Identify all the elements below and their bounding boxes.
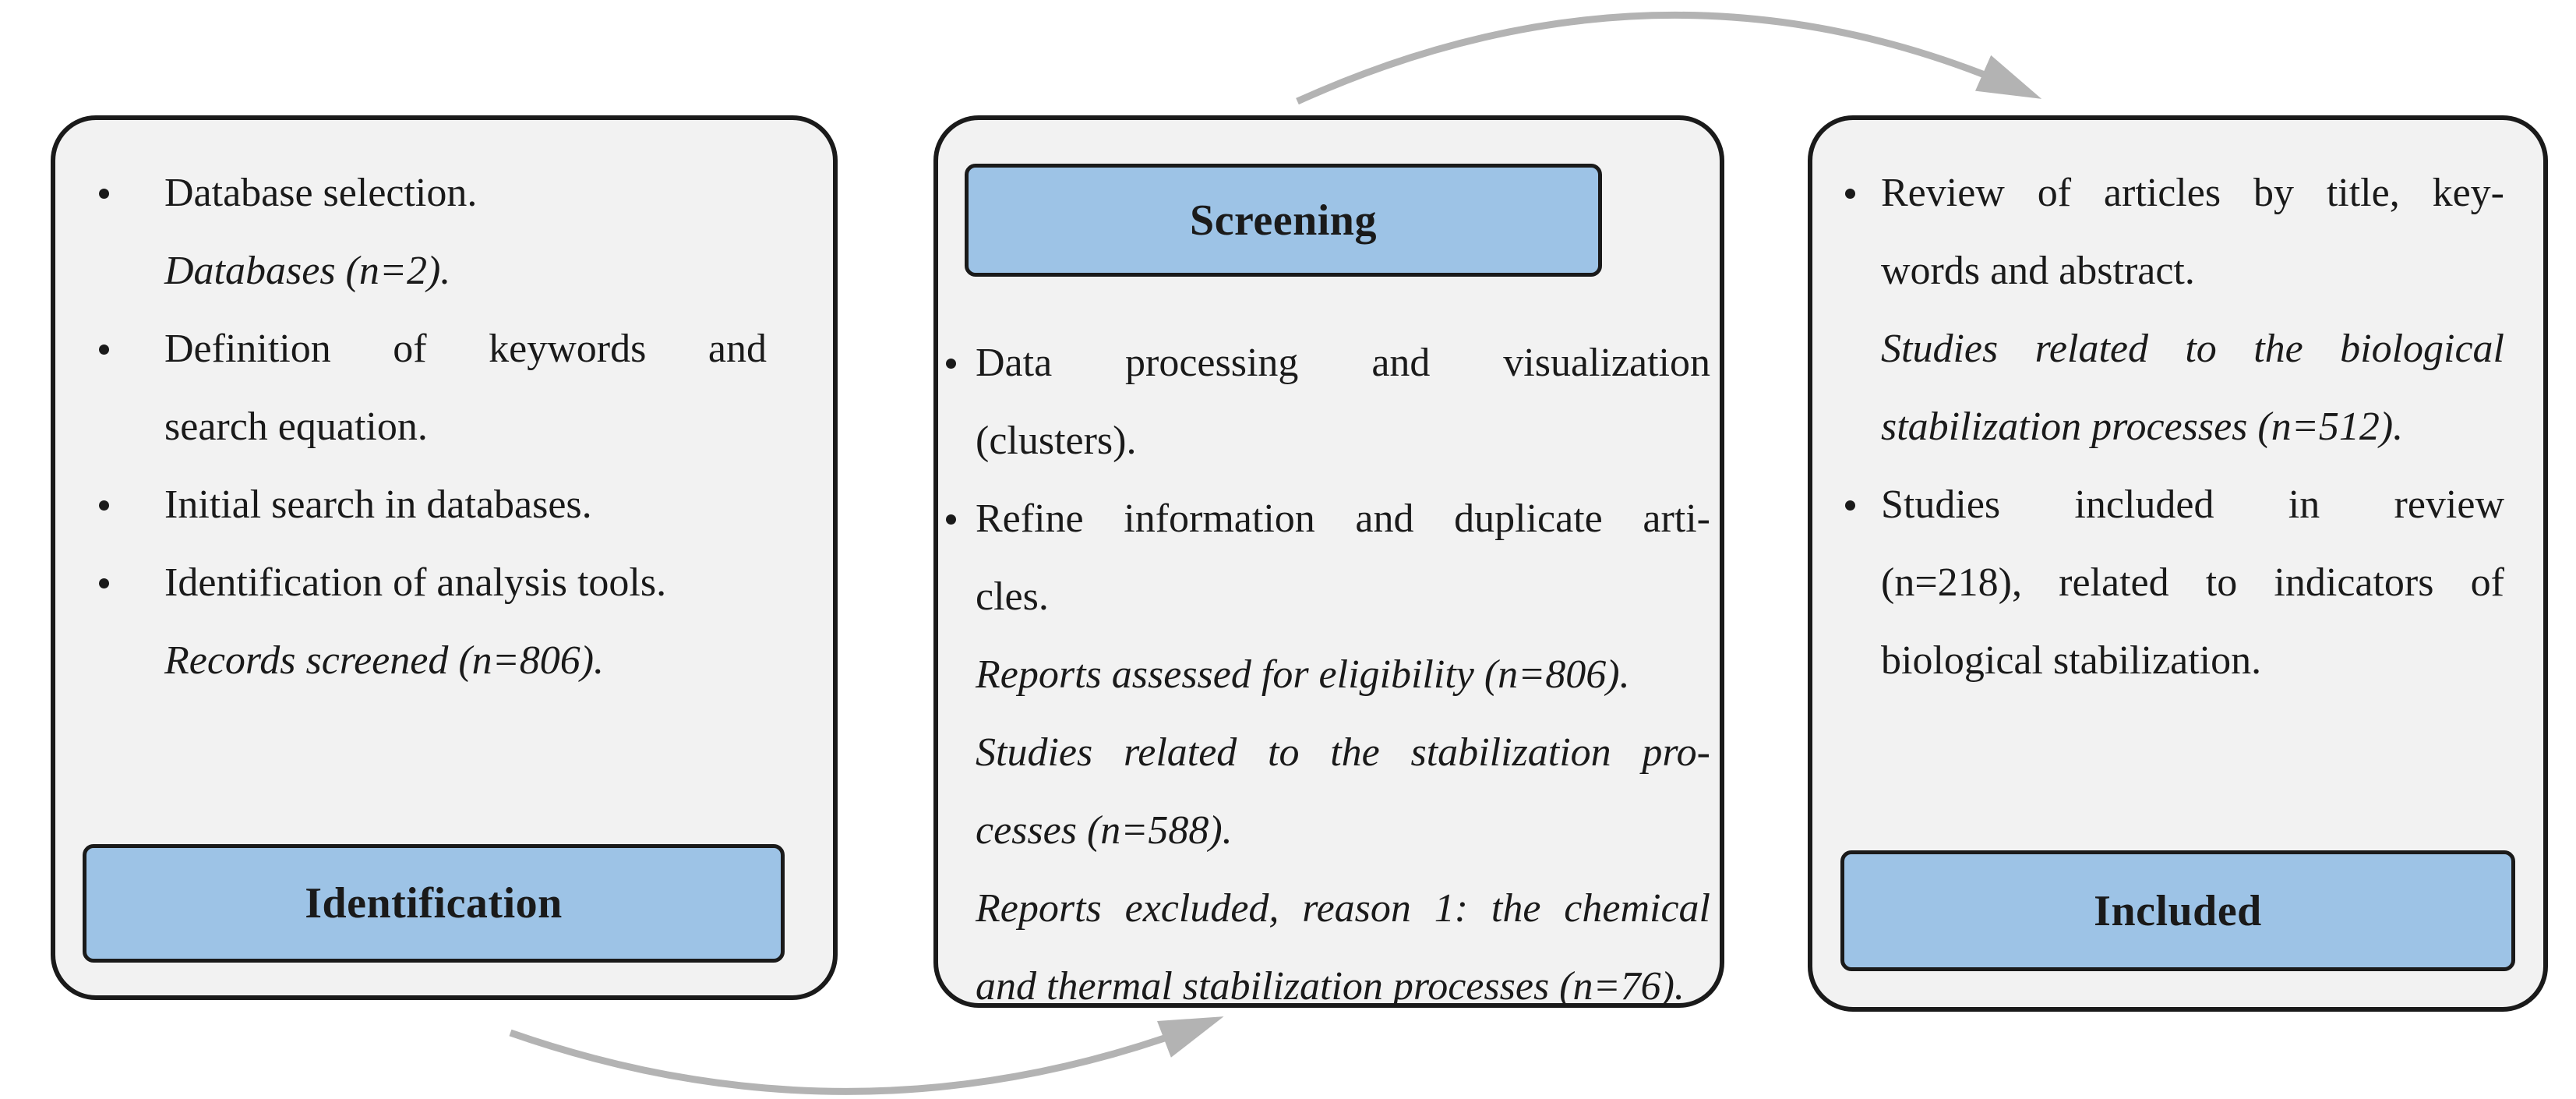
note-item: Records screened (n=806). bbox=[94, 622, 767, 700]
identification-label: Identification bbox=[83, 844, 785, 963]
text-line: Refine information and duplicate arti- bbox=[976, 496, 1710, 541]
text-line: Identification of analysis tools. bbox=[164, 560, 667, 605]
identification-content: Database selection. Databases (n=2). Defin… bbox=[55, 120, 833, 700]
note-item: Reports assessed for eligibility (n=806)… bbox=[944, 636, 1710, 714]
text-line: cesses (n=588). bbox=[976, 808, 1233, 853]
bullet-icon bbox=[1845, 500, 1855, 511]
bullet-item: Definition of keywords and search equatio… bbox=[94, 310, 767, 466]
text-line: Review of articles by title, key- bbox=[1881, 171, 2504, 215]
text-line: cles. bbox=[976, 574, 1049, 619]
bullet-icon bbox=[946, 359, 956, 369]
bullet-item: Initial search in databases. bbox=[94, 466, 767, 544]
screening-to-included-arrow bbox=[1296, 12, 2042, 105]
bullet-item: Studies included in review (n=218), relat… bbox=[1844, 466, 2504, 700]
note-item: Studies related to the biological stabili… bbox=[1844, 310, 2504, 466]
text-line: Initial search in databases. bbox=[164, 482, 592, 527]
text-line: stabilization processes (n=512). bbox=[1881, 405, 2404, 449]
included-label: Included bbox=[1840, 850, 2515, 971]
text-line: Reports excluded, reason 1: the chemical bbox=[976, 886, 1710, 931]
note-item: Reports excluded, reason 1: the chemical… bbox=[944, 870, 1710, 1026]
bullet-item: Review of articles by title, key-words a… bbox=[1844, 154, 2504, 310]
bullet-icon bbox=[1845, 189, 1855, 199]
screening-content: Data processing and visualization (cluste… bbox=[938, 120, 1720, 1026]
bullet-item: Identification of analysis tools. bbox=[94, 544, 767, 622]
text-line: words and abstract. bbox=[1881, 249, 2195, 293]
screening-label: Screening bbox=[965, 164, 1602, 277]
included-box: Review of articles by title, key-words a… bbox=[1808, 115, 2548, 1012]
text-line: Definition of keywords and bbox=[164, 327, 767, 371]
text-line: (clusters). bbox=[976, 419, 1137, 463]
text-line: Records screened (n=806). bbox=[164, 638, 605, 683]
text-line: biological stabilization. bbox=[1881, 638, 2262, 683]
note-item: Databases (n=2). bbox=[94, 232, 767, 310]
text-line: Studies related to the stabilization pro… bbox=[976, 730, 1710, 775]
note-item: Studies related to the stabilization pro… bbox=[944, 714, 1710, 870]
text-line: (n=218), related to indicators of bbox=[1881, 560, 2504, 605]
bullet-icon bbox=[99, 578, 109, 588]
bullet-item: Database selection. bbox=[94, 154, 767, 232]
text-line: Reports assessed for eligibility (n=806)… bbox=[976, 652, 1630, 697]
bullet-icon bbox=[946, 514, 956, 525]
bullet-icon bbox=[99, 189, 109, 199]
text-line: search equation. bbox=[164, 405, 428, 449]
identification-to-screening-arrow bbox=[509, 1016, 1224, 1095]
text-line: Studies included in review bbox=[1881, 482, 2504, 527]
text-line: Data processing and visualization bbox=[976, 341, 1710, 385]
included-content: Review of articles by title, key-words a… bbox=[1812, 120, 2543, 700]
text-line: Studies related to the biological bbox=[1881, 327, 2504, 371]
bullet-item: Refine information and duplicate arti-cl… bbox=[944, 480, 1710, 636]
text-line: Database selection. bbox=[164, 171, 478, 215]
bullet-icon bbox=[99, 345, 109, 355]
text-line: Databases (n=2). bbox=[164, 249, 451, 293]
bullet-item: Data processing and visualization (cluste… bbox=[944, 324, 1710, 480]
text-line: and thermal stabilization processes (n=7… bbox=[976, 964, 1685, 1009]
screening-box: Screening Data processing and visualizat… bbox=[933, 115, 1724, 1009]
bullet-icon bbox=[99, 500, 109, 511]
identification-box: Database selection. Databases (n=2). Defin… bbox=[51, 115, 838, 1000]
